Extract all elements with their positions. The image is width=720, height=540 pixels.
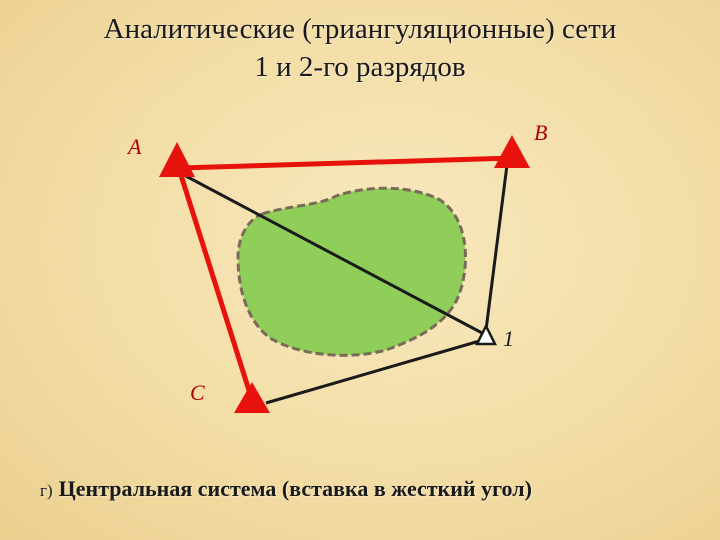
line-c-1 [265,338,484,405]
point-c-marker [234,382,270,413]
side-a-b [179,155,513,171]
obstacle-area [236,186,467,357]
label-1: 1 [503,326,514,351]
caption-prefix: г) [40,481,53,500]
point-a-marker [159,142,195,177]
line-b-1 [484,164,509,331]
point-1-marker [474,323,498,346]
label-b: B [534,120,547,145]
title-line-2: 1 и 2-го разрядов [254,51,466,83]
label-c: C [190,380,205,405]
slide-caption: г) Центральная система (вставка в жесткий… [40,476,700,502]
label-a: A [126,134,142,159]
title-line-1: Аналитические (триангуляционные) сети [103,13,617,45]
side-a-c [177,171,255,401]
caption-text: Центральная система (вставка в жесткий у… [58,476,532,501]
line-a-1 [181,172,485,336]
point-b-marker [494,135,530,168]
slide-title: Аналитические (триангуляционные) сети 1 … [0,10,720,86]
